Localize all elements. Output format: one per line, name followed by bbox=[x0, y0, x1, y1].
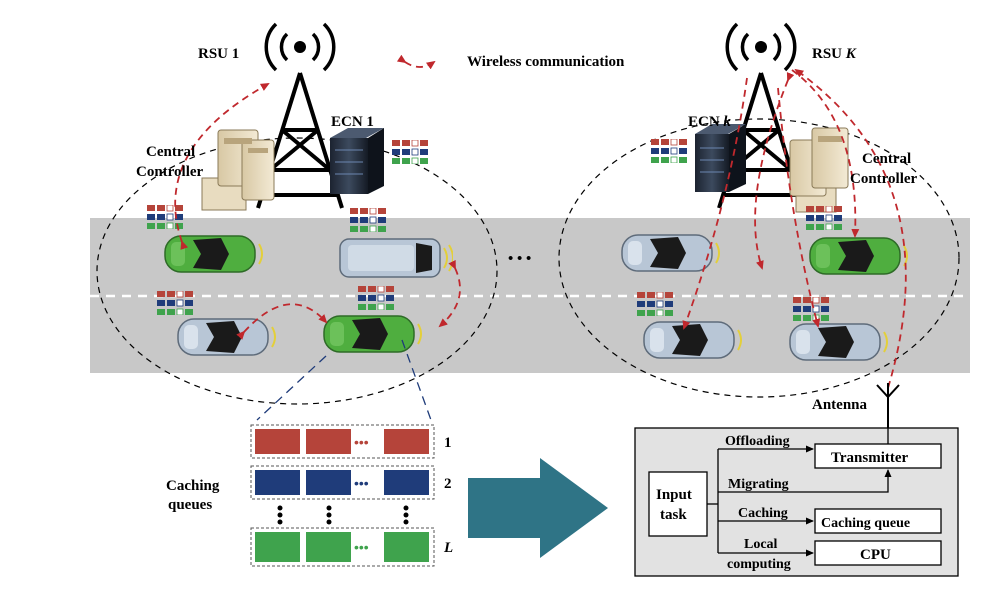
cache-icon-car8 bbox=[793, 297, 829, 321]
caching-label: Caching bbox=[738, 506, 788, 521]
link-antenna-rsuk bbox=[794, 68, 907, 389]
rsuk-label: RSU K bbox=[812, 46, 857, 62]
wireless-links bbox=[174, 54, 907, 389]
transmitter-label: Transmitter bbox=[831, 450, 909, 466]
cache-icon-car3 bbox=[157, 291, 193, 315]
central-controller-1-line1: Central bbox=[146, 144, 195, 160]
input-task-box bbox=[648, 471, 708, 537]
queue-row-2 bbox=[250, 465, 435, 500]
caching-queues-label-line2: queues bbox=[168, 497, 212, 513]
input-task-line2: task bbox=[660, 507, 687, 523]
cache-icon-car6 bbox=[806, 206, 842, 230]
legend-wireless-arrow bbox=[396, 54, 436, 70]
queue-row-1 bbox=[250, 424, 435, 459]
queue-label-2: 2 bbox=[444, 476, 452, 492]
ecn1-server-icon bbox=[330, 128, 384, 194]
caching-queue-box bbox=[814, 508, 942, 534]
link-car3-car4 bbox=[236, 303, 328, 340]
link-car1-rsu1 bbox=[174, 83, 270, 250]
link-rsuk-car7 bbox=[682, 77, 748, 330]
caching-queues-label-line1: Caching bbox=[166, 478, 220, 494]
queue-label-L: L bbox=[443, 540, 453, 556]
cache-icon-ecn1 bbox=[392, 140, 428, 164]
coverage-area-rsu1 bbox=[96, 137, 498, 405]
cpu-box bbox=[814, 540, 942, 566]
caching-queue-label: Caching queue bbox=[821, 516, 910, 531]
central-controller-1-line2: Controller bbox=[136, 164, 204, 180]
region-ellipsis: • • • bbox=[508, 251, 531, 267]
antenna-label: Antenna bbox=[812, 397, 868, 413]
queue-row-1-dots: ••• bbox=[354, 434, 369, 450]
offloading-label: Offloading bbox=[725, 434, 790, 449]
rsu1-label: RSU 1 bbox=[198, 46, 239, 62]
vehicle-van bbox=[338, 237, 453, 279]
caching-queues: ••• ••• ••• bbox=[250, 424, 435, 567]
cache-icon-ecnk bbox=[651, 139, 687, 163]
antenna-icon bbox=[876, 383, 900, 428]
central-controller-k-line2: Controller bbox=[850, 171, 918, 187]
link-rsuk-car bbox=[754, 72, 795, 270]
big-right-arrow bbox=[468, 458, 608, 558]
transmitter-box bbox=[814, 443, 942, 469]
central-controller-k-line1: Central bbox=[862, 151, 911, 167]
queue-row-L-dots: ••• bbox=[354, 539, 369, 555]
migrating-label: Migrating bbox=[728, 477, 789, 492]
queue-row-2-dots: ••• bbox=[354, 475, 369, 491]
queue-row-L bbox=[250, 527, 435, 567]
cache-icon-car4 bbox=[358, 286, 394, 310]
input-task-line1: Input bbox=[656, 487, 692, 503]
link-rsuk-car6 bbox=[791, 69, 860, 238]
wireless-legend-label: Wireless communication bbox=[467, 54, 625, 70]
cache-icon-car7 bbox=[637, 292, 673, 316]
central-controller-k-icon bbox=[789, 127, 849, 213]
computing-label: computing bbox=[727, 557, 791, 572]
cpu-label: CPU bbox=[860, 547, 891, 563]
zoom-line-left bbox=[256, 355, 327, 421]
rsu1-tower-icon bbox=[256, 22, 344, 209]
cache-icon-van bbox=[350, 208, 386, 232]
ecnk-label: ECN k bbox=[688, 114, 731, 130]
link-van-car4 bbox=[438, 259, 461, 328]
ecn1-label: ECN 1 bbox=[331, 114, 374, 130]
panel-flow-lines bbox=[707, 428, 892, 557]
local-label: Local bbox=[744, 537, 778, 552]
queue-label-1: 1 bbox=[444, 435, 452, 451]
central-controller-1-icon bbox=[201, 129, 275, 211]
ecnk-server-icon bbox=[695, 124, 746, 192]
link-rsuk-car8 bbox=[777, 87, 821, 328]
